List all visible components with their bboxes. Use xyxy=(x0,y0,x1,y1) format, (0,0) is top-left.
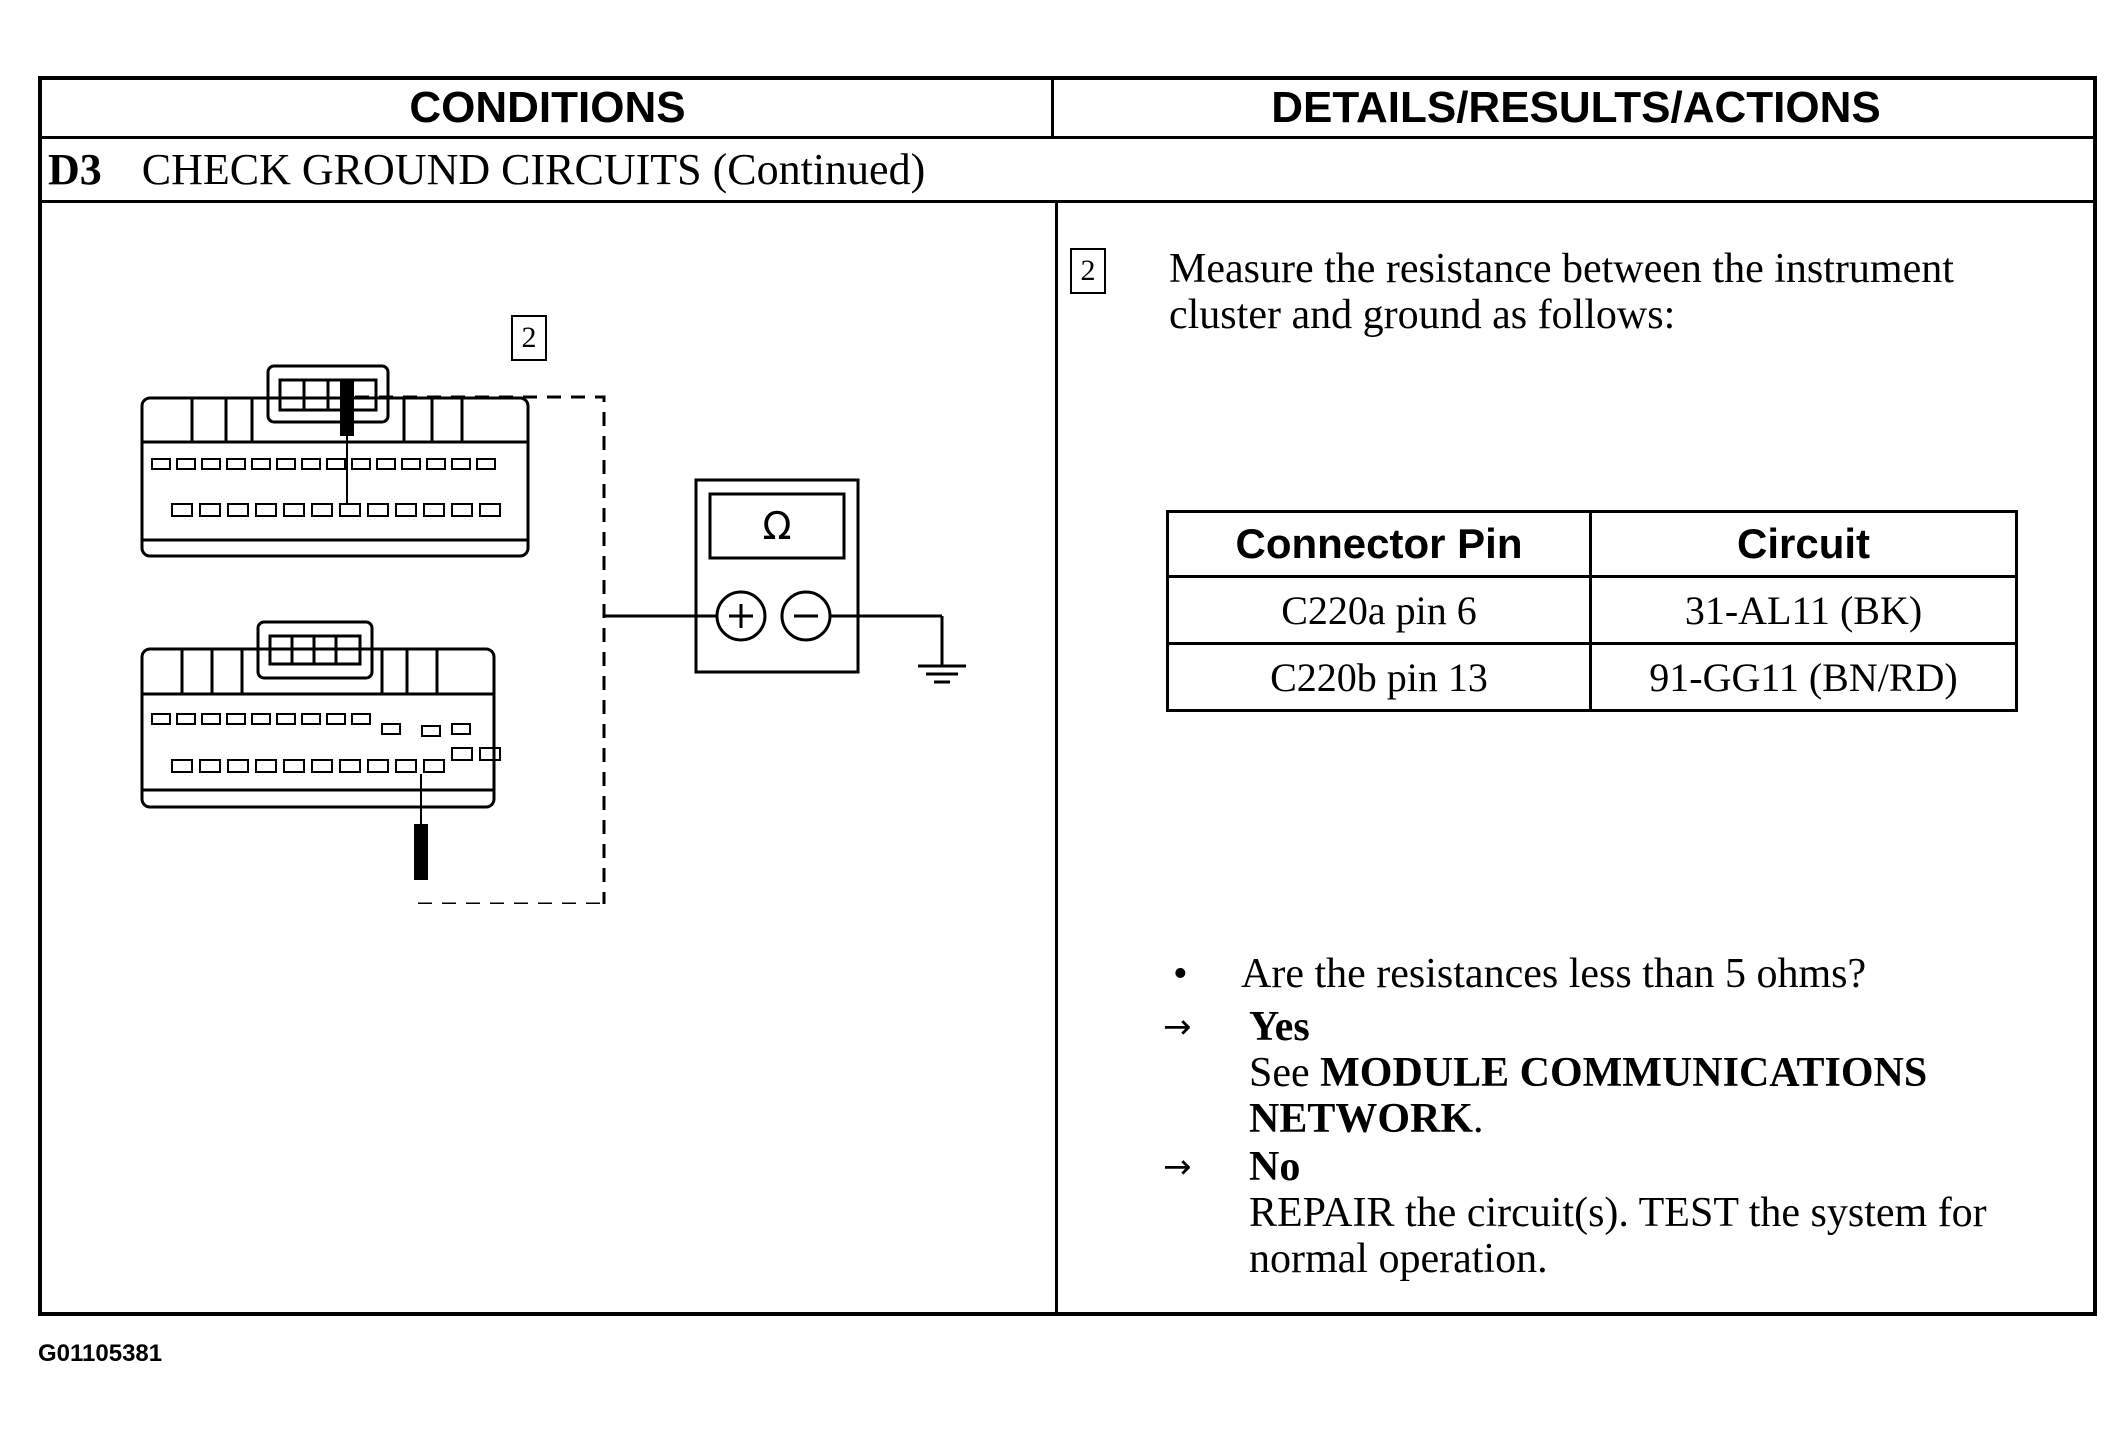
table-cell: 91-GG11 (BN/RD) xyxy=(1589,642,2018,712)
answer-no-label: No xyxy=(1249,1144,1301,1190)
answer-yes-label: Yes xyxy=(1249,1004,1310,1050)
answer-no-text: REPAIR the circuit(s). TEST the system f… xyxy=(1249,1190,1987,1282)
probe-tip-a xyxy=(340,380,354,436)
table-header-row: Connector Pin Circuit xyxy=(1166,510,2018,578)
step-title-row: D3 CHECK GROUND CIRCUITS (Continued) xyxy=(48,138,925,200)
diagram-svg xyxy=(140,364,966,904)
connector-c220b xyxy=(140,620,496,809)
details-step-number: 2 xyxy=(1070,248,1106,294)
connector-pin-table: Connector Pin Circuit C220a pin 6 31-AL1… xyxy=(1166,510,2018,712)
details-column: 2 Measure the resistance between the ins… xyxy=(1058,204,2096,1316)
procedure-table: CONDITIONS DETAILS/RESULTS/ACTIONS D3 CH… xyxy=(38,76,2097,1316)
arrow-right-icon: → xyxy=(1163,1007,1192,1047)
question-item: • Are the resistances less than 5 ohms? xyxy=(1173,950,1866,998)
column-header-connector-pin: Connector Pin xyxy=(1166,510,1592,578)
header-rule xyxy=(42,136,2093,139)
table-cell: C220a pin 6 xyxy=(1166,575,1592,645)
probe-tip-b xyxy=(414,824,428,880)
step-code: D3 xyxy=(48,144,102,194)
figure-id: G01105381 xyxy=(38,1340,163,1367)
details-header: DETAILS/RESULTS/ACTIONS xyxy=(1271,83,1881,132)
table-row: C220a pin 6 31-AL11 (BK) xyxy=(1166,575,2018,645)
conditions-header: CONDITIONS xyxy=(409,83,686,132)
table-row: C220b pin 13 91-GG11 (BN/RD) xyxy=(1166,642,2018,712)
ohm-symbol: Ω xyxy=(762,504,792,548)
table-cell: C220b pin 13 xyxy=(1166,642,1592,712)
column-divider xyxy=(1051,80,1054,136)
question-text: Are the resistances less than 5 ohms? xyxy=(1241,951,1867,997)
step-title: CHECK GROUND CIRCUITS (Continued) xyxy=(141,144,926,194)
bullet-icon: • xyxy=(1173,951,1188,997)
instruction-text: Measure the resistance between the instr… xyxy=(1169,246,1954,338)
body-column-divider xyxy=(1055,200,1058,1312)
column-header-circuit: Circuit xyxy=(1589,510,2018,578)
title-rule xyxy=(42,200,2093,203)
table-cell: 31-AL11 (BK) xyxy=(1589,575,2018,645)
arrow-right-icon: → xyxy=(1163,1147,1192,1187)
answer-yes-text: See MODULE COMMUNICATIONS NETWORK. xyxy=(1249,1050,1928,1142)
diagram-step-number: 2 xyxy=(511,315,547,361)
